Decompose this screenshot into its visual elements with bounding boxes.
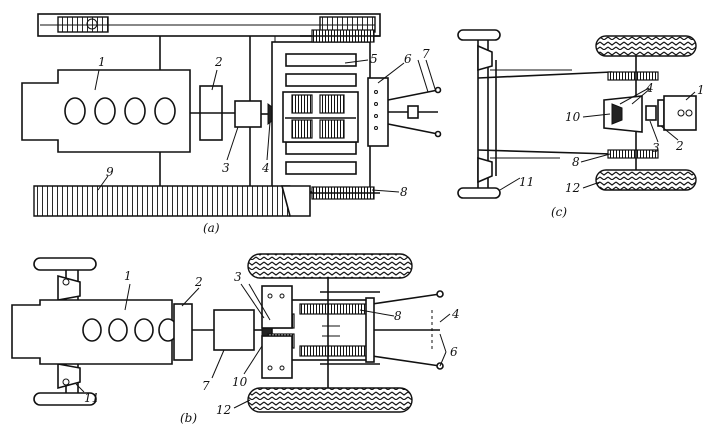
rear-wheel-b-bottom bbox=[247, 387, 413, 413]
panel-c-wheeled-rear-engine: 1 2 3 4 8 10 11 12 (c) bbox=[457, 29, 705, 219]
label-a-5: 5 bbox=[370, 52, 378, 66]
label-b-7: 6 bbox=[450, 345, 458, 359]
gearbox-a bbox=[234, 100, 262, 128]
label-b-3: 7 bbox=[202, 379, 210, 393]
label-b-11: 11 bbox=[84, 391, 99, 405]
label-a-4: 4 bbox=[261, 161, 270, 175]
caption-b: (b) bbox=[180, 411, 197, 425]
crawler-track-9 bbox=[33, 185, 301, 217]
front-wheel-b-bottom bbox=[33, 392, 97, 406]
gearbox-c bbox=[645, 105, 657, 121]
label-c-3: 3 bbox=[652, 141, 660, 155]
engine-c bbox=[663, 95, 697, 131]
panel-b-wheeled-front-engine: 1 2 3 8 4 6 7 10 11 12 (b) bbox=[11, 253, 460, 425]
label-a-2: 2 bbox=[214, 55, 223, 69]
label-c-8: 8 bbox=[572, 155, 580, 169]
label-a-6: 6 bbox=[404, 52, 412, 66]
label-b-10: 10 bbox=[232, 375, 248, 389]
drawbar-plate-a bbox=[367, 77, 389, 147]
rear-wheel-c-bottom bbox=[595, 169, 697, 191]
gearbox-b bbox=[213, 309, 255, 351]
label-a-8: 8 bbox=[400, 185, 408, 199]
label-a-1: 1 bbox=[98, 55, 106, 69]
caption-c: (c) bbox=[551, 205, 567, 219]
label-b-12: 12 bbox=[216, 403, 231, 417]
label-c-12: 12 bbox=[565, 181, 580, 195]
label-b-6: 4 bbox=[451, 307, 460, 321]
label-c-1: 1 bbox=[697, 83, 705, 97]
front-wheel-b-top bbox=[33, 257, 97, 271]
panel-a-crawler: 1 2 3 4 5 6 7 8 9 (a) bbox=[21, 13, 442, 235]
front-wheel-c-top bbox=[457, 29, 501, 41]
label-a-9: 9 bbox=[106, 165, 114, 179]
label-b-1: 1 bbox=[124, 269, 132, 283]
label-c-10: 10 bbox=[565, 110, 581, 124]
clutch-b bbox=[173, 303, 193, 361]
label-c-11: 11 bbox=[519, 175, 534, 189]
rear-wheel-b-top bbox=[247, 253, 413, 279]
clutch-c bbox=[657, 99, 665, 127]
brake-b-top bbox=[261, 285, 293, 329]
label-c-2: 2 bbox=[675, 139, 684, 153]
label-c-4: 4 bbox=[645, 81, 654, 95]
rear-wheel-c-top bbox=[595, 35, 697, 57]
label-a-3: 3 bbox=[222, 161, 230, 175]
front-wheel-c-bottom bbox=[457, 187, 501, 199]
brake-b-bottom bbox=[261, 335, 293, 379]
label-a-7: 7 bbox=[422, 47, 430, 61]
caption-a: (a) bbox=[203, 221, 220, 235]
label-b-2: 2 bbox=[194, 275, 203, 289]
label-b-4: 3 bbox=[234, 270, 242, 284]
label-b-8: 8 bbox=[394, 309, 402, 323]
